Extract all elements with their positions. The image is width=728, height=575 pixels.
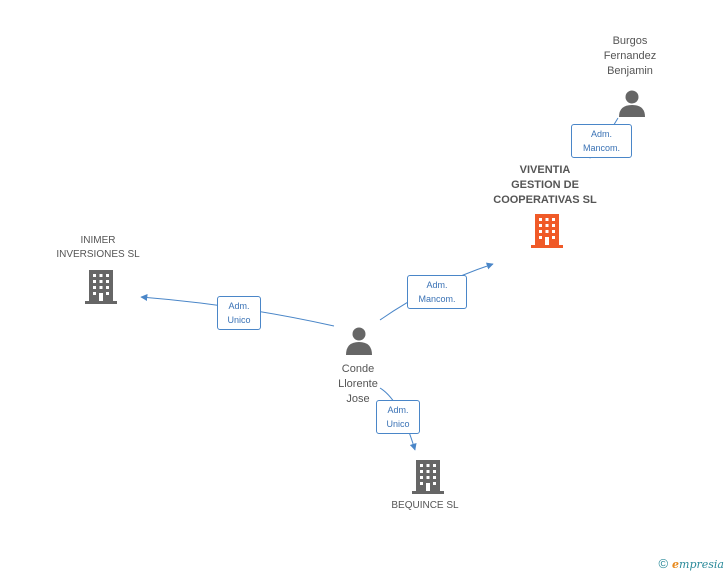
node-label-bequince[interactable]: BEQUINCE SL [391,500,459,511]
empresia-logo: empresia [672,558,724,571]
person-icon[interactable] [619,90,645,118]
edge-label-conde-bequince[interactable]: Adm. Unico [376,400,420,434]
building-icon[interactable] [412,460,444,494]
edge-label-burgos-viventia[interactable]: Adm. Mancom. [571,124,632,158]
node-label-inimer[interactable]: INIMER INVERSIONES SL [56,235,140,260]
node-label-conde[interactable]: Conde Llorente Jose [338,363,378,405]
footer-brand: ©empresia [658,556,724,571]
person-icon[interactable] [346,327,372,356]
edge-label-conde-inimer[interactable]: Adm. Unico [217,296,261,330]
node-label-viventia[interactable]: VIVENTIA GESTION DE COOPERATIVAS SL [493,164,597,206]
building-icon[interactable] [531,214,563,248]
copyright-icon: © [658,556,669,571]
building-icon[interactable] [85,270,117,304]
node-label-burgos[interactable]: Burgos Fernandez Benjamin [603,35,657,77]
edge-label-conde-viventia[interactable]: Adm. Mancom. [407,275,467,309]
